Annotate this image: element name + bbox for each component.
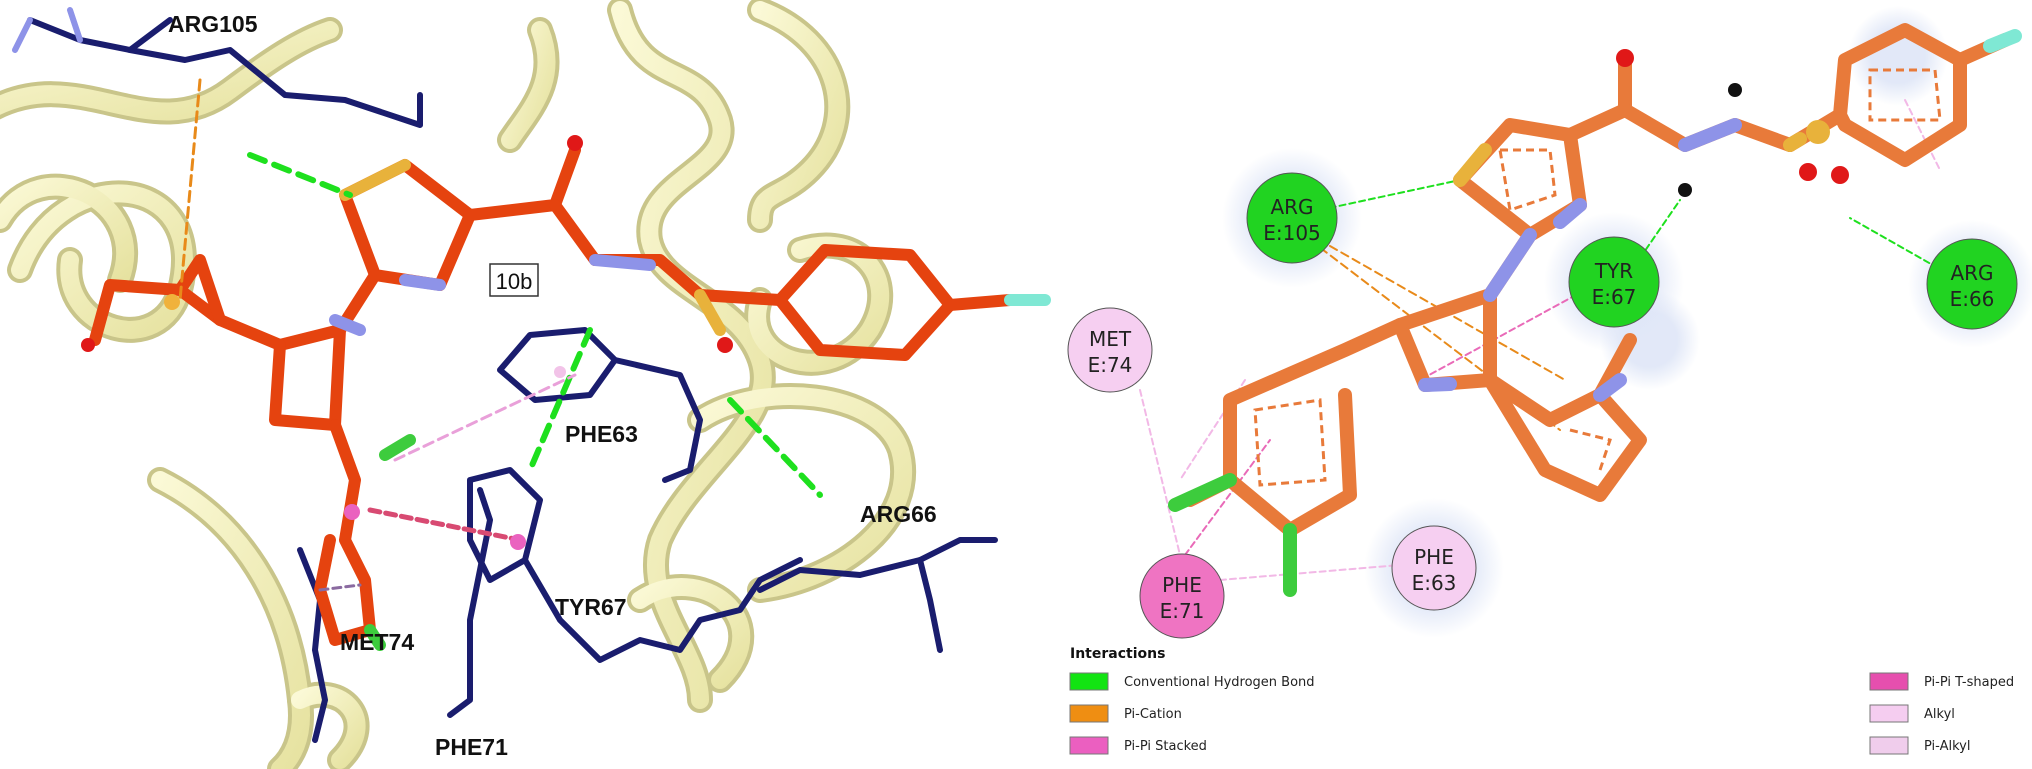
legend-label-pi-alkyl: Pi-Alkyl [1924,739,1970,754]
residue-met74-id: E:74 [1088,353,1133,377]
residue-arg66-id: E:66 [1950,287,1995,311]
ligand-heteroatoms [329,159,1051,651]
residue-disc-met74 [1067,307,1153,393]
residue-arg105-id: E:105 [1263,221,1321,245]
interaction-2d-diagram: ARG E:105 TYR E:67 ARG E:66 MET E:74 PHE… [1067,6,2032,755]
residue-phe63-name: PHE [1414,545,1454,569]
legend-label-hbond: Conventional Hydrogen Bond [1124,675,1315,690]
residue-phe71-name: PHE [1162,573,1202,597]
residue-label-arg66: ARG66 [860,501,937,527]
legend-label-pi-pi-stacked: Pi-Pi Stacked [1124,739,1207,754]
protein-ribbons [0,0,917,769]
ligand-2d-inner-rings [1253,68,1942,487]
legend-swatch-pi-pi-stacked [1069,736,1109,755]
ligand-2d-heteroatoms [1168,29,2022,597]
legend-label-alkyl: Alkyl [1924,707,1955,722]
docking-3d-view: 10b ARG105 PHE63 ARG66 TYR67 MET74 PHE71 [0,0,1051,769]
legend-label-pi-pi-t-shaped: Pi-Pi T-shaped [1924,675,2014,690]
residue-disc-phe63 [1391,525,1477,611]
legend-swatch-pi-cation [1069,704,1109,723]
residue-met74-name: MET [1089,327,1132,351]
legend-swatch-hbond [1069,672,1109,691]
residue-discs: ARG E:105 TYR E:67 ARG E:66 MET E:74 PHE… [1067,172,2018,639]
ligand-3d [89,144,1016,646]
legend-title: Interactions [1070,646,1165,662]
legend-swatch-alkyl [1869,704,1909,723]
pi-centroids [164,294,566,550]
residue-label-met74: MET74 [340,629,414,655]
residue-disc-tyr67 [1568,236,1660,328]
residue-arg66-name: ARG [1950,261,1993,285]
ligand-label: 10b [496,269,533,294]
residue-label-tyr67: TYR67 [555,594,627,620]
ligand-label-box [489,263,539,297]
residue-label-phe71: PHE71 [435,734,508,760]
residue-phe63-id: E:63 [1412,571,1457,595]
interaction-legend: Interactions Conventional Hydrogen Bond … [1069,646,2014,755]
residue-arg105-name: ARG [1270,195,1313,219]
residue-disc-arg105 [1246,172,1338,264]
legend-label-pi-cation: Pi-Cation [1124,707,1182,722]
ligand-2d-atoms [1616,49,1849,197]
residue-label-arg105: ARG105 [168,11,258,37]
residue-disc-arg66 [1926,238,2018,330]
residue-phe71-id: E:71 [1160,599,1205,623]
ligand-oxygen-atoms [81,135,733,353]
legend-swatch-pi-pi-t-shaped [1869,672,1909,691]
residue-label-phe63: PHE63 [565,421,638,447]
residue-disc-phe71 [1139,553,1225,639]
residue-tyr67-name: TYR [1594,259,1633,283]
residue-tyr67-id: E:67 [1592,285,1637,309]
legend-swatch-pi-alkyl [1869,736,1909,755]
interactions-3d [178,78,823,592]
residue-sticks [12,7,998,743]
